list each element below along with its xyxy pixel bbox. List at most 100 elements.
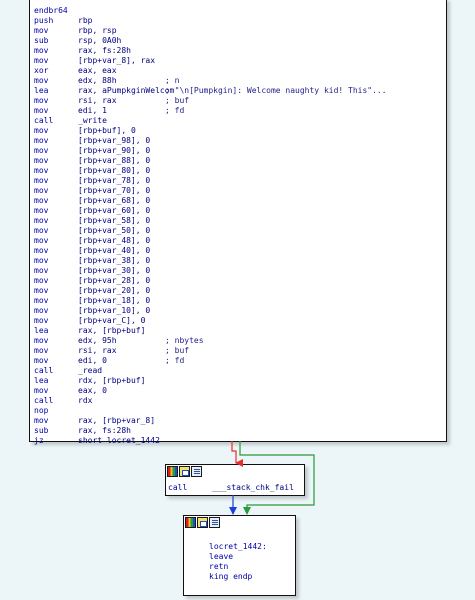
operand: rax, [rbp+var_8] [78, 416, 156, 425]
instruction-line[interactable]: mov[rbp+var_C], 0 [34, 316, 442, 326]
mnemonic: mov [34, 316, 49, 325]
mnemonic: lea [34, 86, 49, 95]
instruction-line[interactable]: mov[rbp+var_28], 0 [34, 276, 442, 286]
instruction-line[interactable]: call _write [34, 116, 442, 126]
instruction-line[interactable]: leave [209, 552, 234, 561]
mnemonic: call [34, 116, 54, 125]
instruction-line[interactable]: mov[rbp+var_48], 0 [34, 236, 442, 246]
operand: [rbp+buf], 0 [78, 126, 136, 135]
instruction-line[interactable]: endbr64 [34, 6, 442, 16]
instruction-line[interactable]: mov[rbp+var_10], 0 [34, 306, 442, 316]
instruction-line[interactable]: mov[rbp+var_50], 0 [34, 226, 442, 236]
mnemonic: mov [34, 296, 49, 305]
instruction-line[interactable]: lea rax, aPumpkginWelcom; "\n[Pumpkgin]: … [34, 86, 442, 96]
instruction-line[interactable]: mov[rbp+var_8], rax [34, 56, 442, 66]
operand: rsp, 0A0h [78, 36, 122, 45]
operand: edx, 88h [78, 76, 117, 85]
instruction-line[interactable]: retn [209, 562, 229, 571]
mnemonic: mov [34, 196, 49, 205]
color-icon[interactable] [167, 466, 178, 477]
mnemonic: endbr64 [34, 6, 68, 15]
operand: rax, fs:28h [78, 46, 131, 55]
mnemonic: mov [34, 76, 49, 85]
mnemonic: mov [34, 256, 49, 265]
instruction-line[interactable]: nop [34, 406, 442, 416]
comment: ; buf [165, 346, 190, 355]
operand: [rbp+var_88], 0 [78, 156, 151, 165]
instruction-line[interactable]: call ___stack_chk_fail [168, 483, 302, 493]
instruction-line[interactable]: mov[rbp+var_58], 0 [34, 216, 442, 226]
mnemonic: mov [34, 276, 49, 285]
operand: short locret_1442 [78, 436, 160, 445]
operand: [rbp+var_18], 0 [78, 296, 151, 305]
operand: [rbp+var_58], 0 [78, 216, 151, 225]
instruction-line[interactable]: mov [rbp+var_98], 0 [34, 136, 442, 146]
instruction-line[interactable]: mov[rbp+var_90], 0 [34, 146, 442, 156]
instruction-line[interactable]: mov[rbp+var_20], 0 [34, 286, 442, 296]
stack-chk-fail-block[interactable]: call ___stack_chk_fail [165, 464, 305, 496]
color-icon[interactable] [185, 517, 196, 528]
comment: ; n [165, 76, 180, 85]
mnemonic: call [34, 366, 54, 375]
instruction-line[interactable]: mov [rbp+var_18], 0 [34, 296, 442, 306]
instruction-line[interactable]: mov[rbp+var_40], 0 [34, 246, 442, 256]
text-icon[interactable] [191, 466, 202, 477]
mnemonic: mov [34, 26, 49, 35]
mnemonic: mov [34, 356, 49, 365]
mnemonic: lea [34, 326, 49, 335]
text-icon[interactable] [209, 517, 220, 528]
graph-icon[interactable] [179, 466, 190, 477]
endp-line[interactable]: king endp [209, 572, 253, 581]
mnemonic: mov [34, 106, 49, 115]
instruction-line[interactable]: mov[rbp+var_68], 0 [34, 196, 442, 206]
instruction-line[interactable]: mov edx, 88h ; n [34, 76, 442, 86]
operand: rsi, rax [78, 96, 117, 105]
operand: [rbp+var_10], 0 [78, 306, 151, 315]
mnemonic: mov [34, 136, 49, 145]
locret-block[interactable]: locret_1442: leave retn king endp [183, 515, 296, 596]
instruction-line[interactable]: mov[rbp+var_60], 0 [34, 206, 442, 216]
instruction-line[interactable]: mov[rbp+var_78], 0 [34, 176, 442, 186]
operand: rax, aPumpkginWelcom [78, 86, 175, 95]
instruction-line[interactable]: call_read [34, 366, 442, 376]
instruction-line[interactable]: mov[rbp+var_80], 0 [34, 166, 442, 176]
mnemonic: call [168, 483, 188, 492]
mnemonic: mov [34, 56, 49, 65]
operand: eax, eax [78, 66, 117, 75]
mnemonic: nop [34, 406, 49, 415]
comment: ; fd [165, 356, 185, 365]
operand: _write [78, 116, 107, 125]
mnemonic: lea [34, 376, 49, 385]
label-line[interactable]: locret_1442: [209, 542, 267, 551]
instruction-line[interactable]: mov[rbp+var_30], 0 [34, 266, 442, 276]
operand: [rbp+var_98], 0 [78, 136, 151, 145]
operand: [rbp+var_38], 0 [78, 256, 151, 265]
operand: [rbp+var_30], 0 [78, 266, 151, 275]
instruction-line[interactable]: mov [rbp+var_38], 0 [34, 256, 442, 266]
instruction-line[interactable]: mov[rbp+buf], 0 [34, 126, 442, 136]
comment: ; "\n[Pumpkgin]: Welcome naughty kid! Th… [165, 86, 387, 95]
mnemonic: push [34, 16, 54, 25]
mnemonic: call [34, 396, 54, 405]
instruction-line[interactable]: mov[rbp+var_70], 0 [34, 186, 442, 196]
instruction-line[interactable]: mov[rbp+var_88], 0 [34, 156, 442, 166]
graph-icon[interactable] [197, 517, 208, 528]
